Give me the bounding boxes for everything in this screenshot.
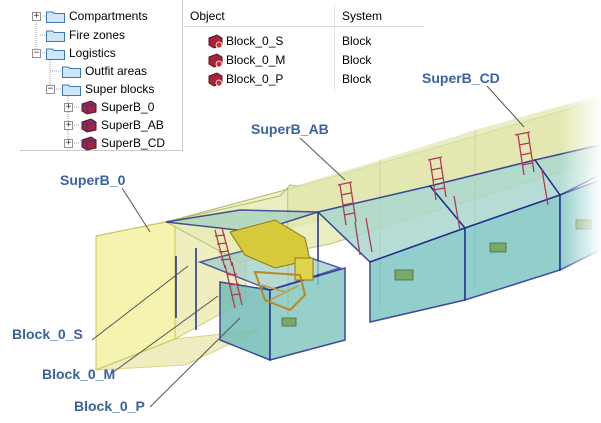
system-name: Block — [342, 53, 372, 67]
column-header-object[interactable]: Object — [190, 9, 225, 23]
expand-toggle-superb-ab[interactable]: + — [64, 120, 73, 130]
tree-connector-lines — [35, 15, 80, 144]
object-table-panel: Object System Block_0_S Block Block_0_M … — [184, 5, 424, 91]
block-icon — [208, 34, 223, 49]
tree-item-superb-0[interactable]: SuperB_0 — [80, 98, 154, 116]
folder-icon — [62, 66, 81, 78]
super-block-icon — [81, 117, 97, 133]
tree-item-outfit-areas[interactable]: Outfit areas — [62, 62, 147, 80]
block-icon — [208, 53, 223, 68]
super-block-icon — [81, 135, 97, 151]
tree-item-label: Logistics — [69, 46, 116, 60]
tree-item-compartments[interactable]: Compartments — [46, 7, 148, 25]
table-header: Object System — [184, 5, 424, 27]
tree-item-fire-zones[interactable]: Fire zones — [46, 26, 125, 44]
tree-item-superb-ab[interactable]: SuperB_AB — [80, 116, 164, 134]
folder-icon — [62, 84, 81, 96]
tree-item-logistics[interactable]: Logistics — [46, 44, 116, 62]
object-name: Block_0_S — [226, 34, 284, 48]
table-row[interactable]: Block_0_S Block — [184, 32, 424, 51]
object-name: Block_0_M — [226, 53, 286, 67]
tree-item-label: SuperB_CD — [101, 136, 166, 150]
block-icon — [208, 72, 223, 87]
red-stair-towers — [214, 131, 549, 309]
system-name: Block — [342, 72, 372, 86]
collapse-toggle-logistics[interactable]: − — [32, 48, 41, 58]
tree-item-label: Super blocks — [85, 82, 155, 96]
expand-toggle-compartments[interactable]: + — [32, 11, 41, 21]
folder-icon — [46, 11, 65, 23]
column-header-system[interactable]: System — [342, 9, 383, 23]
super-block-icon — [81, 99, 97, 115]
callout-superb-0: SuperB_0 — [60, 172, 126, 188]
folder-icon — [46, 30, 65, 42]
callout-superb-ab: SuperB_AB — [251, 121, 329, 137]
expand-toggle-superb-cd[interactable]: + — [64, 138, 73, 148]
callout-block-0-p: Block_0_P — [74, 398, 145, 414]
collapse-toggle-super-blocks[interactable]: − — [46, 84, 55, 94]
table-row[interactable]: Block_0_P Block — [184, 70, 424, 89]
tree-item-label: Fire zones — [69, 28, 126, 42]
tree-item-label: Compartments — [69, 9, 148, 23]
object-name: Block_0_P — [226, 72, 284, 86]
object-tree-panel: + Compartments Fire zones − Logistics Ou… — [20, 0, 183, 151]
callout-lines — [91, 85, 525, 408]
column-separator[interactable] — [334, 5, 335, 91]
tree-item-superb-cd[interactable]: SuperB_CD — [80, 134, 165, 152]
callout-block-0-m: Block_0_M — [42, 366, 116, 382]
tree-item-label: Outfit areas — [85, 64, 148, 78]
table-row[interactable]: Block_0_M Block — [184, 51, 424, 70]
callout-block-0-s: Block_0_S — [12, 326, 83, 342]
tree-item-super-blocks[interactable]: Super blocks — [62, 80, 154, 98]
expand-toggle-superb-0[interactable]: + — [64, 102, 73, 112]
system-name: Block — [342, 34, 372, 48]
folder-icon — [46, 48, 65, 60]
yellow-machinery — [229, 219, 314, 312]
tree-item-label: SuperB_AB — [101, 118, 164, 132]
tree-item-label: SuperB_0 — [101, 100, 155, 114]
callout-superb-cd: SuperB_CD — [422, 70, 500, 86]
